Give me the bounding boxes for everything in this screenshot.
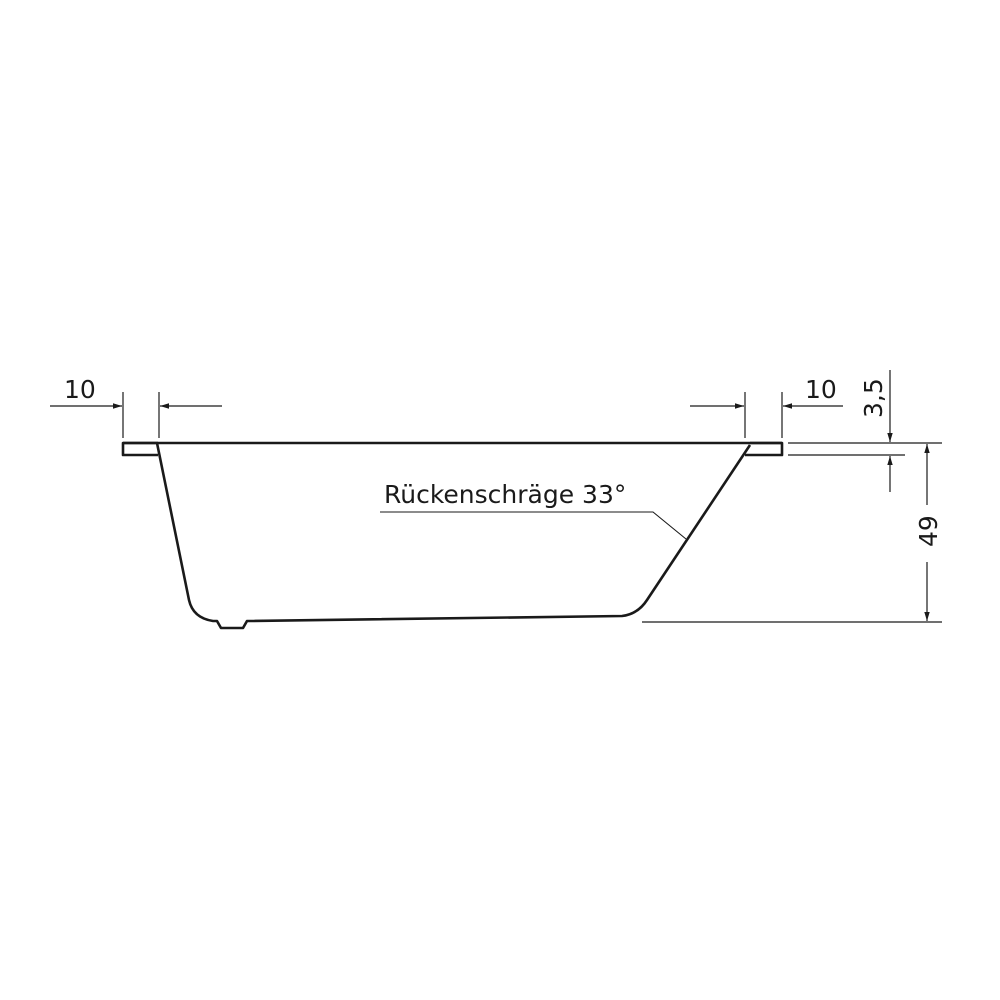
dimension-rim-thickness-label: 3,5	[859, 378, 888, 418]
tub-outline	[121, 441, 784, 630]
dimension-right-rim-label: 10	[805, 375, 837, 404]
tub-body	[155, 442, 752, 630]
dimension-depth	[642, 444, 942, 623]
dimension-left-rim-label: 10	[64, 375, 96, 404]
dimension-rim-thickness	[788, 370, 942, 492]
right-rim	[745, 441, 784, 457]
back-slope-label: Rückenschräge 33°	[384, 480, 626, 509]
dimension-left-rim	[50, 392, 222, 438]
back-slope-leader-line	[380, 511, 687, 540]
dimension-depth-label: 49	[914, 515, 943, 547]
dimension-right-rim	[690, 392, 843, 438]
left-rim	[121, 441, 158, 457]
